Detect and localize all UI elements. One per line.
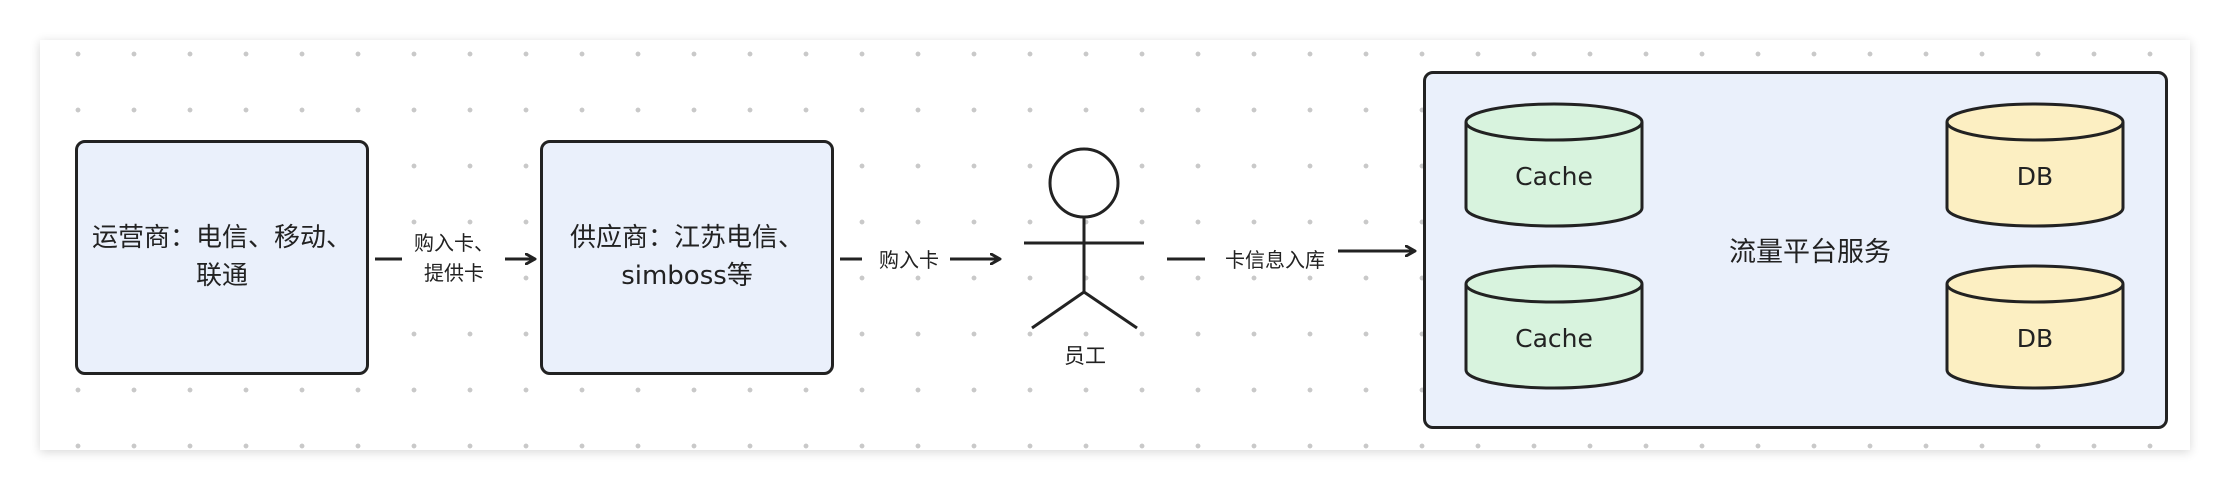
- employee-label: 员工: [1064, 344, 1106, 368]
- edge-label-supplier-employee: 购入卡: [868, 245, 950, 275]
- db-store-top: DB: [1945, 100, 2125, 230]
- cylinder-icon: [1945, 264, 2125, 390]
- cylinder-icon: [1464, 102, 1644, 228]
- node-carrier-label: 运营商：电信、移动、联通: [91, 222, 352, 291]
- db-store-bottom: DB: [1945, 262, 2125, 392]
- cache-bottom-label: Cache: [1515, 324, 1593, 353]
- db-bottom-label: DB: [2016, 324, 2054, 353]
- node-supplier: 供应商：江苏电信、simboss等: [540, 140, 834, 375]
- edge-label-employee-platform: 卡信息入库: [1212, 245, 1338, 275]
- cache-store-top: Cache: [1464, 100, 1644, 230]
- cylinder-icon: [1464, 264, 1644, 390]
- node-supplier-label: 供应商：江苏电信、simboss等: [569, 222, 804, 291]
- edge-label-carrier-supplier: 购入卡、提供卡: [405, 228, 503, 288]
- node-carrier: 运营商：电信、移动、联通: [75, 140, 369, 375]
- platform-title: 流量平台服务: [1729, 237, 1891, 268]
- cache-top-label: Cache: [1515, 162, 1593, 191]
- cylinder-icon: [1945, 102, 2125, 228]
- db-top-label: DB: [2016, 162, 2054, 191]
- cache-store-bottom: Cache: [1464, 262, 1644, 392]
